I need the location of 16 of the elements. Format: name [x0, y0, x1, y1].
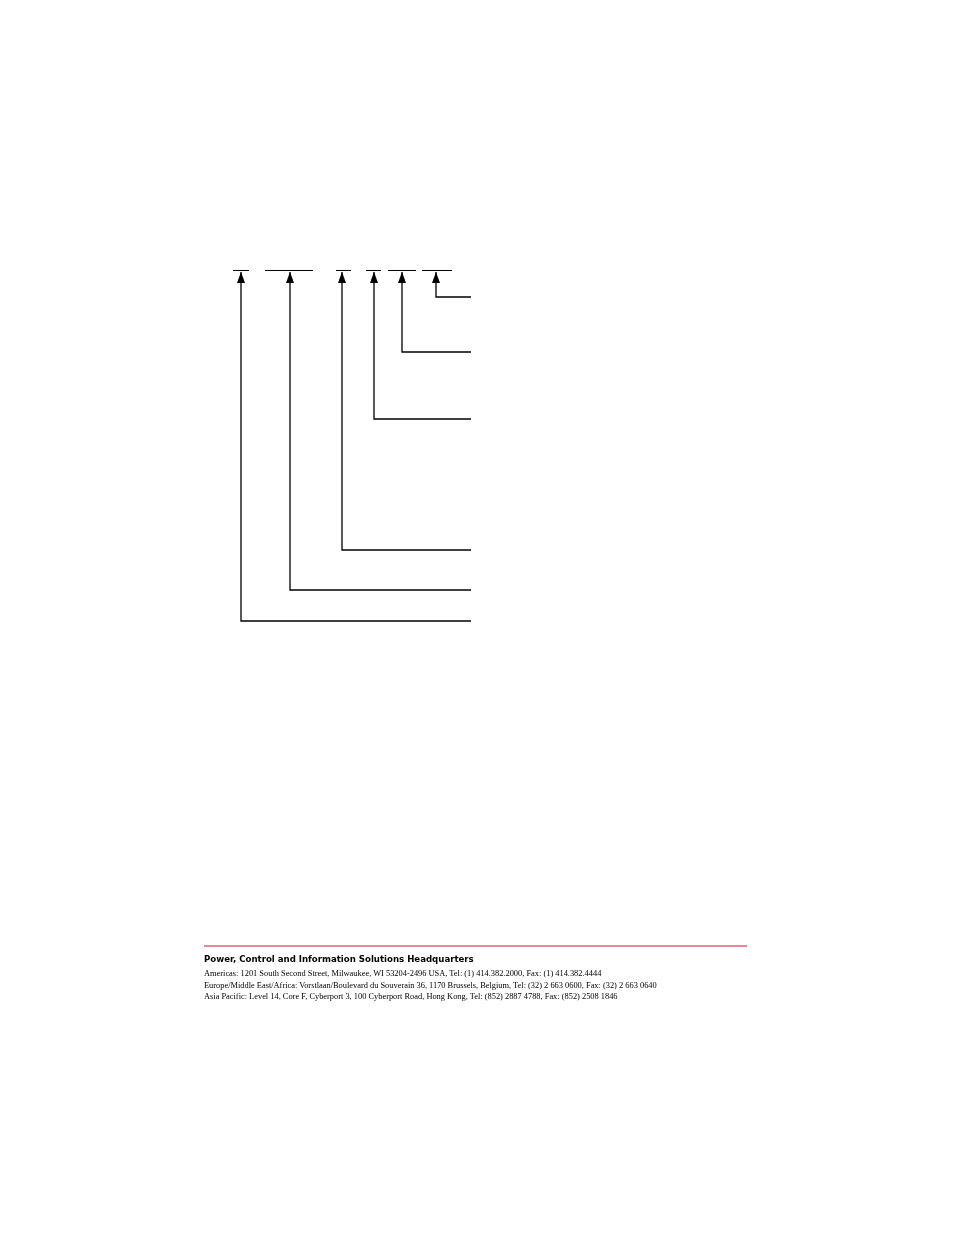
blank-slot-line — [388, 267, 416, 271]
leader-arrow — [398, 271, 472, 353]
leader-arrow — [286, 271, 472, 591]
address-line: Europe/Middle East/Africa: Vorstlaan/Boulevard du Souverain 36, 1170 Brussels, Belgium, Tel: (32) 2 663 0600, Fax: (32) 2 663 0640 — [204, 981, 657, 990]
address-line: Americas: 1201 South Second Street, Milwaukee, WI 53204-2496 USA, Tel: (1) 414.382.2000, Fax: (1) 414.382.4444 — [204, 969, 602, 978]
blank-slot-line — [233, 267, 249, 271]
blank-slot-line — [265, 267, 313, 271]
heading: Power, Control and Information Solutions Headquarters — [204, 954, 474, 964]
leader-arrow — [370, 271, 472, 420]
blank-slot-line — [422, 267, 452, 271]
leader-arrow — [237, 271, 472, 622]
blank-slot-line — [336, 267, 351, 271]
leader-arrow — [432, 271, 472, 298]
blank-slot-line — [366, 267, 381, 271]
address-line: Asia Pacific: Level 14, Core F, Cyberport 3, 100 Cyberport Road, Hong Kong, Tel: (852) 2887 4788, Fax: (852) 2508 1846 — [204, 992, 618, 1001]
leader-arrow — [338, 271, 472, 551]
